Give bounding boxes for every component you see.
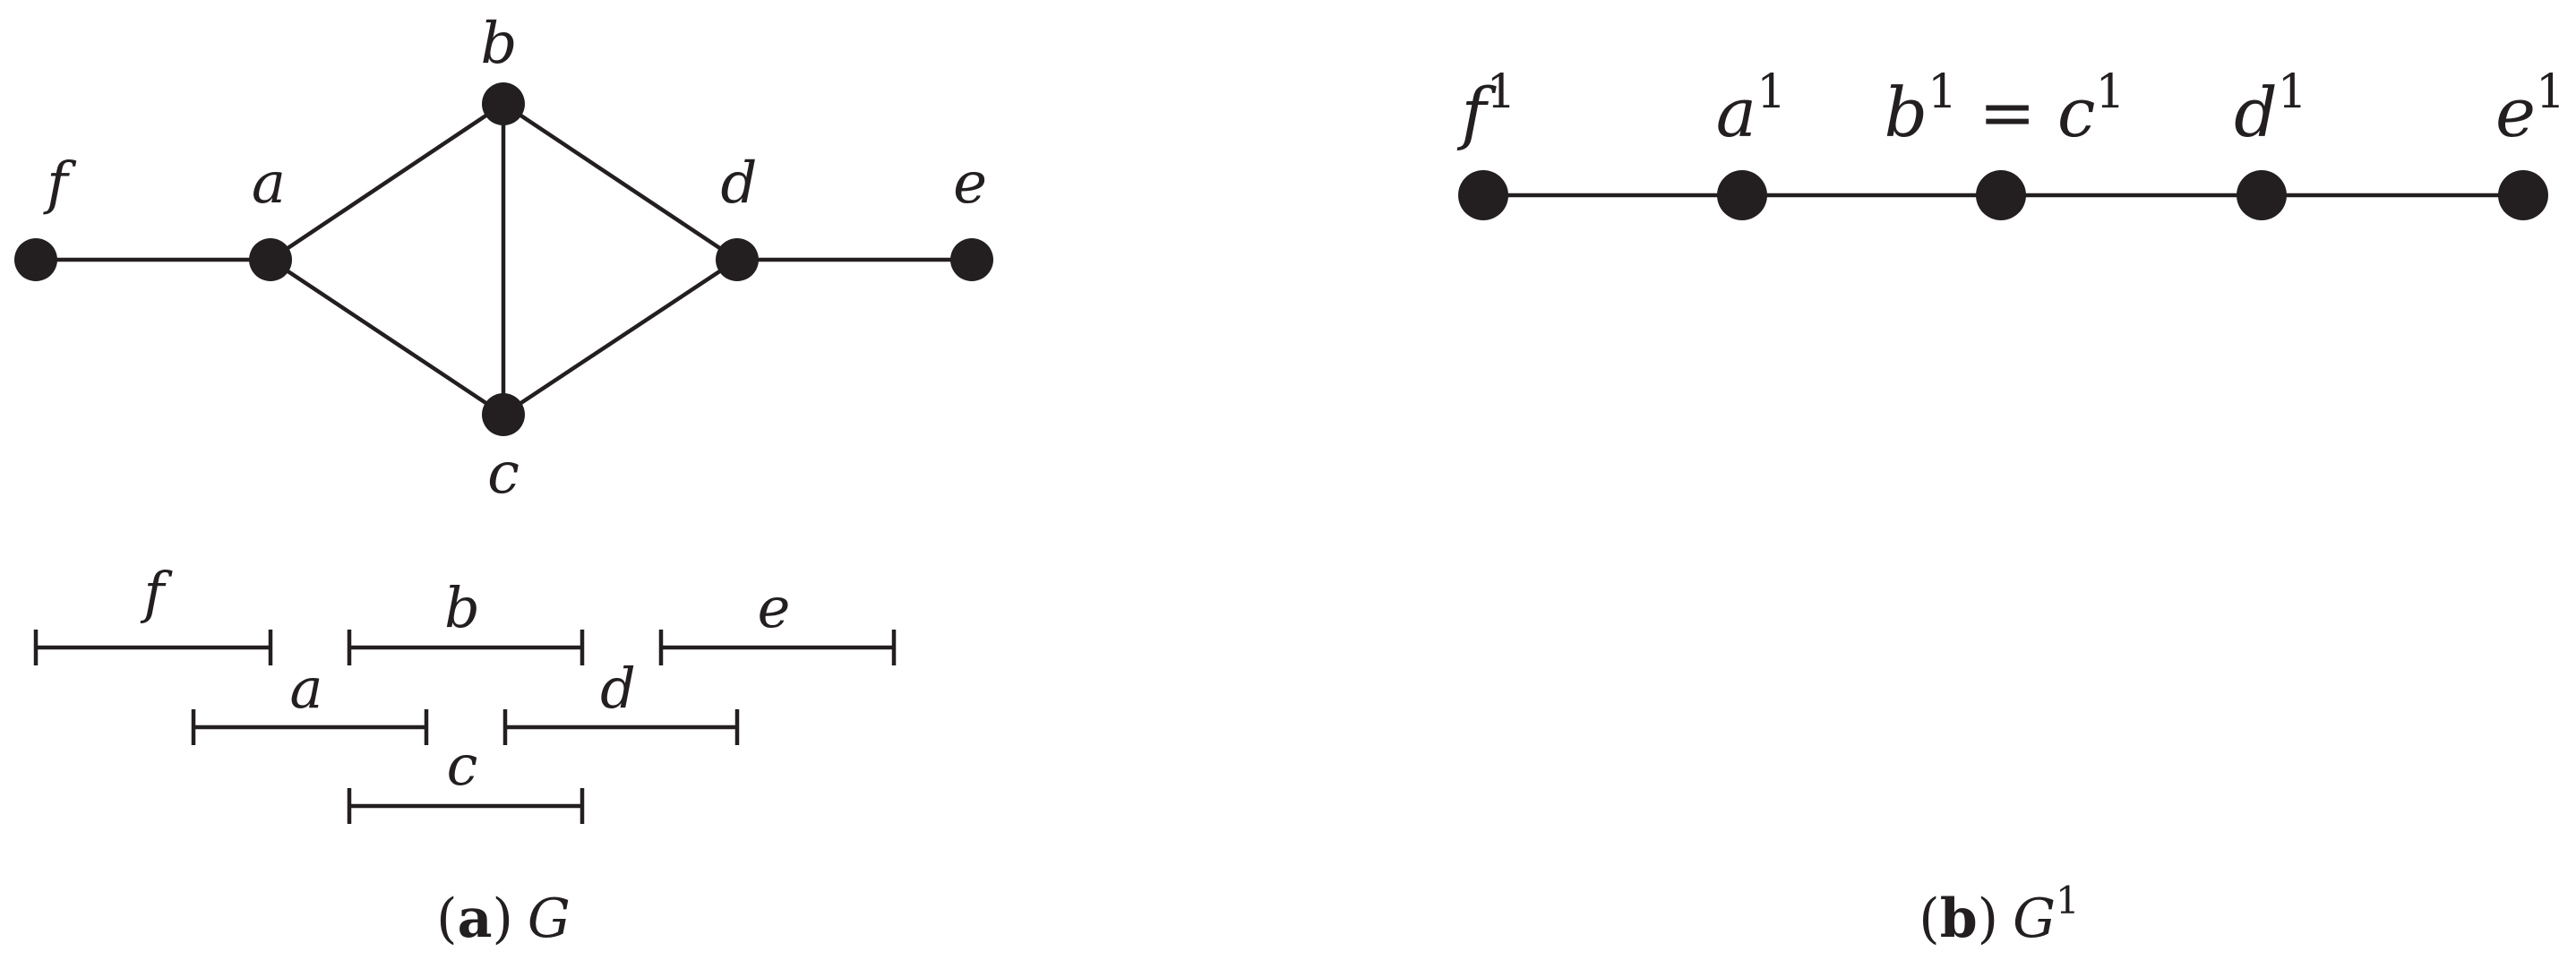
vertex-d: [716, 238, 759, 281]
vertex-label-c: c: [487, 441, 519, 507]
interval-label-b: b: [444, 575, 480, 640]
caption-a: (a) G: [436, 888, 571, 950]
vertex-label-f1: f1: [1456, 65, 1516, 152]
vertex-label-bc1-b-sup: 1: [1928, 65, 1957, 119]
vertex-label-e1-base: e: [2495, 73, 2536, 152]
interval-a-bar: [191, 709, 429, 745]
interval-e-bar: [658, 630, 897, 665]
caption-a-letter: a: [458, 888, 493, 950]
interval-f: f: [33, 560, 273, 665]
panel-a-vertices: [14, 82, 993, 436]
vertex-label-d1: d1: [2234, 65, 2307, 152]
vertex-label-bc1-c-sup: 1: [2095, 65, 2125, 119]
vertex-label-f1-sup: 1: [1487, 65, 1516, 119]
vertex-label-bc1: b1=c1: [1884, 65, 2125, 152]
vertex-label-f: f: [43, 150, 77, 217]
caption-a-graph: G: [528, 888, 571, 950]
vertex-label-a1-sup: 1: [1756, 65, 1786, 119]
vertex-c: [482, 393, 525, 436]
vertex-b: [482, 82, 525, 125]
panel-a-edges: [33, 101, 975, 417]
vertex-label-bc1-b: b: [1884, 73, 1928, 152]
caption-b-close: ): [1978, 888, 1998, 950]
vertex-e: [950, 238, 993, 281]
vertex-label-d1-base: d: [2234, 73, 2278, 152]
panel-b-graph: f1 a1 b1=c1 d1 e1: [1456, 65, 2565, 220]
interval-label-d: d: [600, 656, 636, 721]
vertex-d1: [2237, 170, 2287, 220]
vertex-label-b: b: [481, 11, 518, 77]
interval-e: e: [658, 575, 897, 665]
vertex-label-bc1-c: c: [2057, 73, 2096, 152]
interval-d: d: [502, 656, 740, 745]
vertex-label-e1-sup: 1: [2536, 65, 2565, 119]
caption-b-graph: G: [2013, 888, 2056, 950]
panel-a-vertex-labels: f a b c d e: [43, 11, 987, 507]
vertex-e1: [2498, 170, 2548, 220]
interval-label-a: a: [290, 656, 323, 721]
caption-b: (b)G1: [1919, 879, 2079, 950]
interval-c-bar: [347, 788, 585, 824]
edge-a-b: [268, 101, 506, 262]
interval-f-bar: [33, 630, 273, 665]
caption-b-open: (: [1919, 888, 1939, 950]
interval-a: a: [191, 656, 429, 745]
vertex-a: [249, 238, 292, 281]
vertex-label-d: d: [721, 150, 758, 217]
interval-label-c: c: [447, 733, 478, 798]
panel-a-intervals: f b e a d c: [33, 560, 897, 824]
vertex-label-a: a: [252, 150, 286, 217]
vertex-f: [14, 238, 57, 281]
caption-a-open: (: [436, 888, 457, 950]
vertex-a1: [1717, 170, 1767, 220]
vertex-label-e1: e1: [2495, 65, 2565, 152]
caption-b-sup: 1: [2056, 879, 2080, 922]
edge-c-d: [501, 257, 740, 417]
interval-d-bar: [502, 709, 740, 745]
interval-b: b: [347, 575, 585, 665]
interval-label-f: f: [141, 560, 174, 625]
vertex-label-a1: a1: [1716, 65, 1786, 152]
caption-b-letter: b: [1940, 888, 1978, 950]
interval-label-e: e: [758, 575, 791, 640]
edge-b-d: [501, 101, 740, 262]
vertex-bc1: [1976, 170, 2026, 220]
vertex-label-a1-base: a: [1716, 73, 1756, 152]
interval-b-bar: [347, 630, 585, 665]
caption-a-close: ): [492, 888, 512, 950]
vertex-label-d1-sup: 1: [2278, 65, 2307, 119]
vertex-label-bc1-eq: =: [1979, 73, 2036, 152]
vertex-f1: [1458, 170, 1508, 220]
vertex-label-e: e: [953, 150, 987, 217]
interval-c: c: [347, 733, 585, 824]
edge-a-c: [268, 257, 506, 417]
panel-a-graph: f a b c d e: [14, 11, 993, 507]
